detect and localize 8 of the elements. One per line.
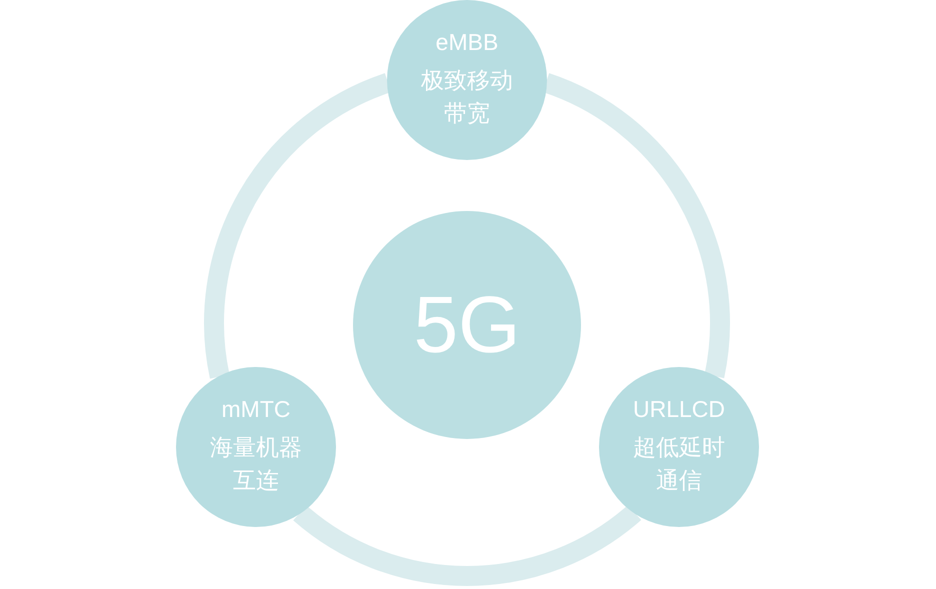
node-title: URLLCD (632, 396, 726, 423)
ring-arc (294, 504, 641, 586)
node-title: mMTC (222, 396, 290, 423)
node-title: 5G (414, 279, 520, 371)
node-description: 极致移动带宽 (420, 66, 514, 128)
node-description: 海量机器互连 (209, 432, 303, 496)
node-description: 超低延时通信 (632, 432, 726, 496)
node-title: eMBB (436, 29, 498, 56)
